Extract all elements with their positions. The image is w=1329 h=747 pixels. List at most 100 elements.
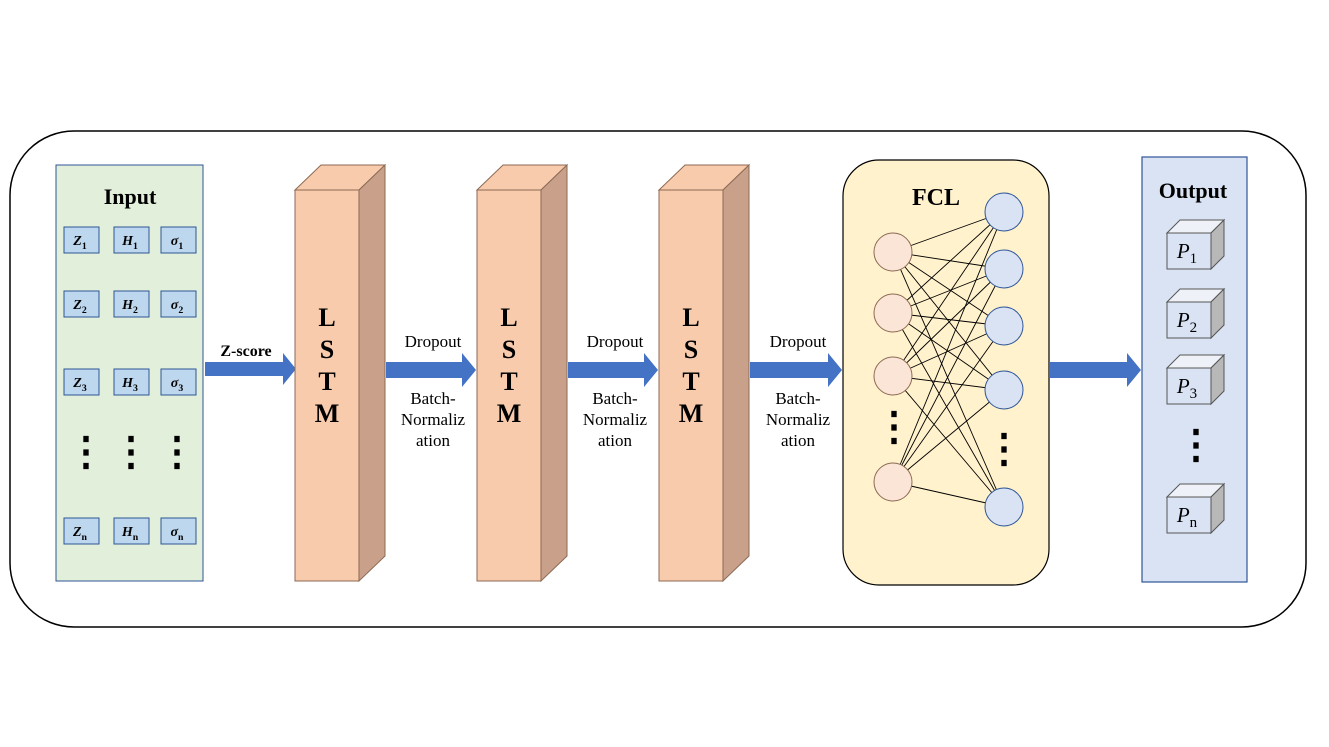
input-cell: [63, 517, 100, 545]
input-cell-label: Zn: [72, 525, 88, 543]
lstm-letter: S: [320, 335, 334, 364]
fcl-connection: [892, 251, 1005, 391]
output-label-symbol: P: [1176, 374, 1190, 398]
fcl-connections: [892, 211, 1005, 508]
batch-normalization-label: Normaliz: [583, 410, 648, 429]
input-cell-label-subscript: n: [133, 532, 139, 543]
input-ellipsis: ⋮: [111, 429, 151, 474]
output-label-subscript: 2: [1190, 320, 1198, 336]
input-cell-label-symbol: H: [121, 525, 134, 540]
lstm-letter: M: [679, 399, 704, 428]
input-cell-label-subscript: 3: [178, 383, 183, 394]
fcl-input-node: [873, 232, 913, 272]
input-cell: [63, 368, 100, 396]
lstm-letter: L: [500, 303, 517, 332]
input-cell-label-symbol: H: [121, 376, 134, 391]
fcl-input-node: [873, 356, 913, 396]
fcl-connection: [892, 211, 1005, 483]
fcl-output-node: [984, 370, 1024, 410]
fcl-connection: [892, 251, 1005, 508]
input-ellipsis: ⋮: [66, 429, 106, 474]
input-cell-label-symbol: H: [121, 298, 134, 313]
fcl-title: FCL: [912, 185, 960, 211]
arrow-shape: [386, 353, 476, 387]
zscore-arrow: Z-score: [205, 343, 296, 385]
input-cell-label-subscript: 3: [133, 383, 138, 394]
input-cell-label-subscript: 1: [178, 241, 183, 252]
output-label-symbol: P: [1176, 308, 1190, 332]
input-cell-label-symbol: Z: [72, 376, 82, 391]
fcl-output-node: [984, 249, 1024, 289]
fcl-input-node: [873, 462, 913, 502]
input-cell: [160, 226, 197, 254]
fcl-connection: [892, 268, 1005, 377]
output-label-symbol: P: [1176, 503, 1190, 527]
outer-frame: [9, 130, 1307, 628]
fcl-connection: [892, 268, 1005, 314]
input-cell-label: H1: [121, 234, 138, 252]
input-ellipsis: ⋮: [157, 429, 197, 474]
fcl-connection: [892, 268, 1005, 483]
input-cell-label-subscript: n: [82, 532, 88, 543]
input-cell-label-symbol: H: [121, 234, 134, 249]
batch-normalization-label: ation: [781, 431, 815, 450]
input-cell: [63, 290, 100, 318]
fcl-right-ellipsis: ⋮: [984, 426, 1024, 471]
batch-normalization-label: Normaliz: [401, 410, 466, 429]
input-cell-label-subscript: 1: [82, 241, 87, 252]
between-arrows: DropoutBatch-NormalizationDropoutBatch-N…: [386, 332, 842, 450]
input-cell-label: Z1: [72, 234, 87, 252]
dropout-label: Dropout: [770, 332, 827, 351]
input-cell-label-subscript: 1: [133, 241, 138, 252]
input-cell: [113, 368, 150, 396]
lstm-letter: L: [318, 303, 335, 332]
fcl-nodes: [873, 192, 1024, 527]
input-cell-label: σ2: [171, 298, 184, 316]
cube-front-face: [1166, 367, 1212, 405]
input-title: Input: [104, 184, 157, 209]
arrow-shape: [568, 353, 658, 387]
lstm-letter: T: [318, 367, 335, 396]
input-cell-label-subscript: 3: [82, 383, 87, 394]
input-cell-label-subscript: 2: [178, 305, 183, 316]
input-ellipsis-row: ⋮⋮⋮: [66, 429, 197, 474]
output-label: P2: [1176, 308, 1197, 336]
fcl-output-arrow: [1050, 353, 1141, 387]
output-label: P3: [1176, 374, 1197, 402]
batch-normalization-label: Normaliz: [766, 410, 831, 429]
input-cell: [113, 517, 150, 545]
lstm-letter: S: [502, 335, 516, 364]
input-cell-label-symbol: Z: [72, 234, 82, 249]
output-label-subscript: 1: [1190, 251, 1198, 267]
input-cell: [113, 290, 150, 318]
output-cube: P2: [1165, 287, 1226, 340]
input-cell: [113, 226, 150, 254]
output-label-subscript: n: [1190, 515, 1198, 531]
input-cell-label-symbol: σ: [171, 298, 179, 313]
arrow-shape: [205, 353, 296, 385]
lstm-letter: M: [497, 399, 522, 428]
fcl-connection: [892, 325, 1005, 483]
output-cube: P1: [1165, 218, 1226, 271]
output-cube: P3: [1165, 353, 1226, 406]
fcl-connection: [892, 251, 1005, 327]
input-cell-label-symbol: Z: [72, 298, 82, 313]
output-label: P1: [1176, 239, 1197, 267]
fcl-connection: [892, 211, 1005, 314]
lstm-letter: L: [682, 303, 699, 332]
input-cell: [63, 226, 100, 254]
lstm-front-face: [476, 189, 542, 582]
lstm-letter: T: [500, 367, 517, 396]
batch-normalization-label: ation: [598, 431, 632, 450]
cube-front-face: [1166, 301, 1212, 339]
input-cell: [160, 517, 197, 545]
cube-front-face: [1166, 496, 1212, 534]
output-label-subscript: 3: [1190, 386, 1198, 402]
input-cell-label: H2: [121, 298, 138, 316]
fcl-panel: FCL ⋮ ⋮: [842, 159, 1050, 586]
output-label: Pn: [1176, 503, 1198, 531]
